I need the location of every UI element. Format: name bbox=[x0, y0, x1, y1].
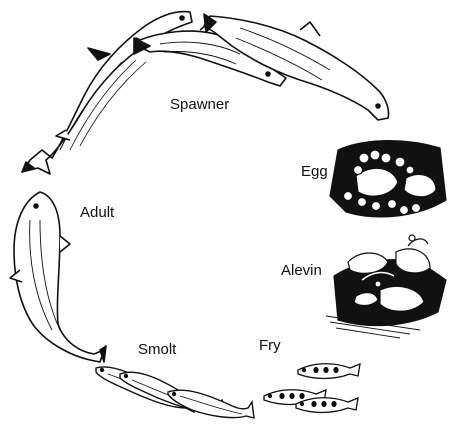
fry-fish bbox=[297, 362, 361, 380]
fry-fish-group bbox=[263, 362, 361, 414]
fry-fish bbox=[295, 396, 359, 414]
stage-label-smolt: Smolt bbox=[138, 341, 177, 358]
stage-label-adult: Adult bbox=[80, 204, 115, 221]
stage-label-spawner: Spawner bbox=[170, 96, 230, 113]
smolt-fish-group bbox=[95, 366, 255, 419]
egg-nest bbox=[329, 140, 447, 218]
stage-label-alevin: Alevin bbox=[281, 262, 322, 279]
smolt-fish bbox=[167, 389, 255, 419]
spawner-salmon-large bbox=[21, 10, 193, 175]
stage-label-fry: Fry bbox=[259, 337, 281, 354]
spawner-salmon-right bbox=[203, 13, 390, 121]
adult-salmon bbox=[9, 191, 107, 363]
stage-label-egg: Egg bbox=[301, 163, 328, 180]
alevin-gravel bbox=[325, 234, 447, 339]
